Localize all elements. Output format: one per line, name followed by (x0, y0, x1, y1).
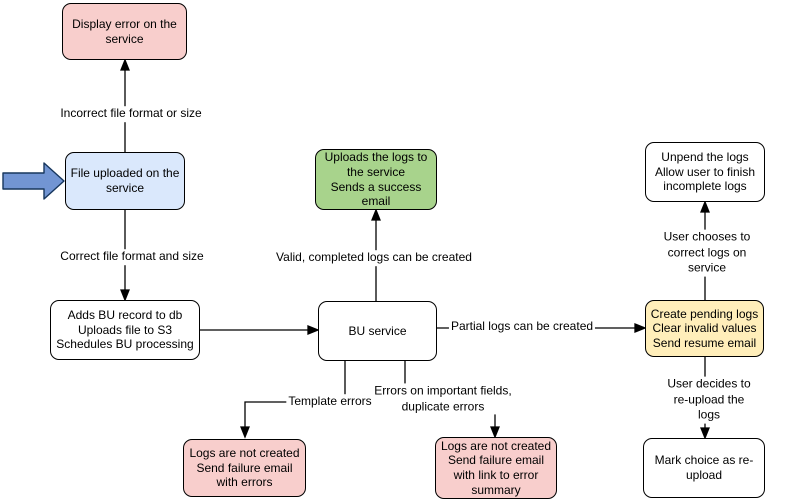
node-display-error: Display error on the service (62, 3, 187, 60)
node-logs-not-created-summary: Logs are not created Send failure email … (435, 437, 557, 499)
edge-label-partial-logs: Partial logs can be created (448, 319, 596, 335)
edge-label-user-corrects: User chooses to correct logs on service (660, 229, 754, 277)
node-mark-choice-reupload: Mark choice as re- upload (643, 438, 765, 498)
edge-label-important-errors: Errors on important fields, duplicate er… (372, 383, 514, 415)
node-file-uploaded: File uploaded on the service (65, 152, 185, 210)
node-unpend-logs: Unpend the logs Allow user to finish inc… (645, 142, 765, 202)
node-adds-bu-record: Adds BU record to db Uploads file to S3 … (50, 300, 200, 360)
edge-label-valid-logs: Valid, completed logs can be created (274, 250, 474, 266)
node-uploads-logs: Uploads the logs to the service Sends a … (315, 149, 437, 210)
edge-label-template-errors: Template errors (286, 394, 374, 410)
edge-label-correct-format: Correct file format and size (58, 249, 206, 265)
node-logs-not-created-errors: Logs are not created Send failure email … (183, 439, 306, 497)
node-create-pending-logs: Create pending logs Clear invalid values… (645, 300, 764, 357)
entry-arrow-icon (2, 162, 65, 200)
edge-to-bu-service (200, 325, 320, 335)
edge-label-user-reuploads: User decides to re-upload the logs (663, 376, 755, 424)
edge-label-incorrect-format: Incorrect file format or size (58, 106, 204, 122)
node-bu-service: BU service (318, 301, 437, 361)
